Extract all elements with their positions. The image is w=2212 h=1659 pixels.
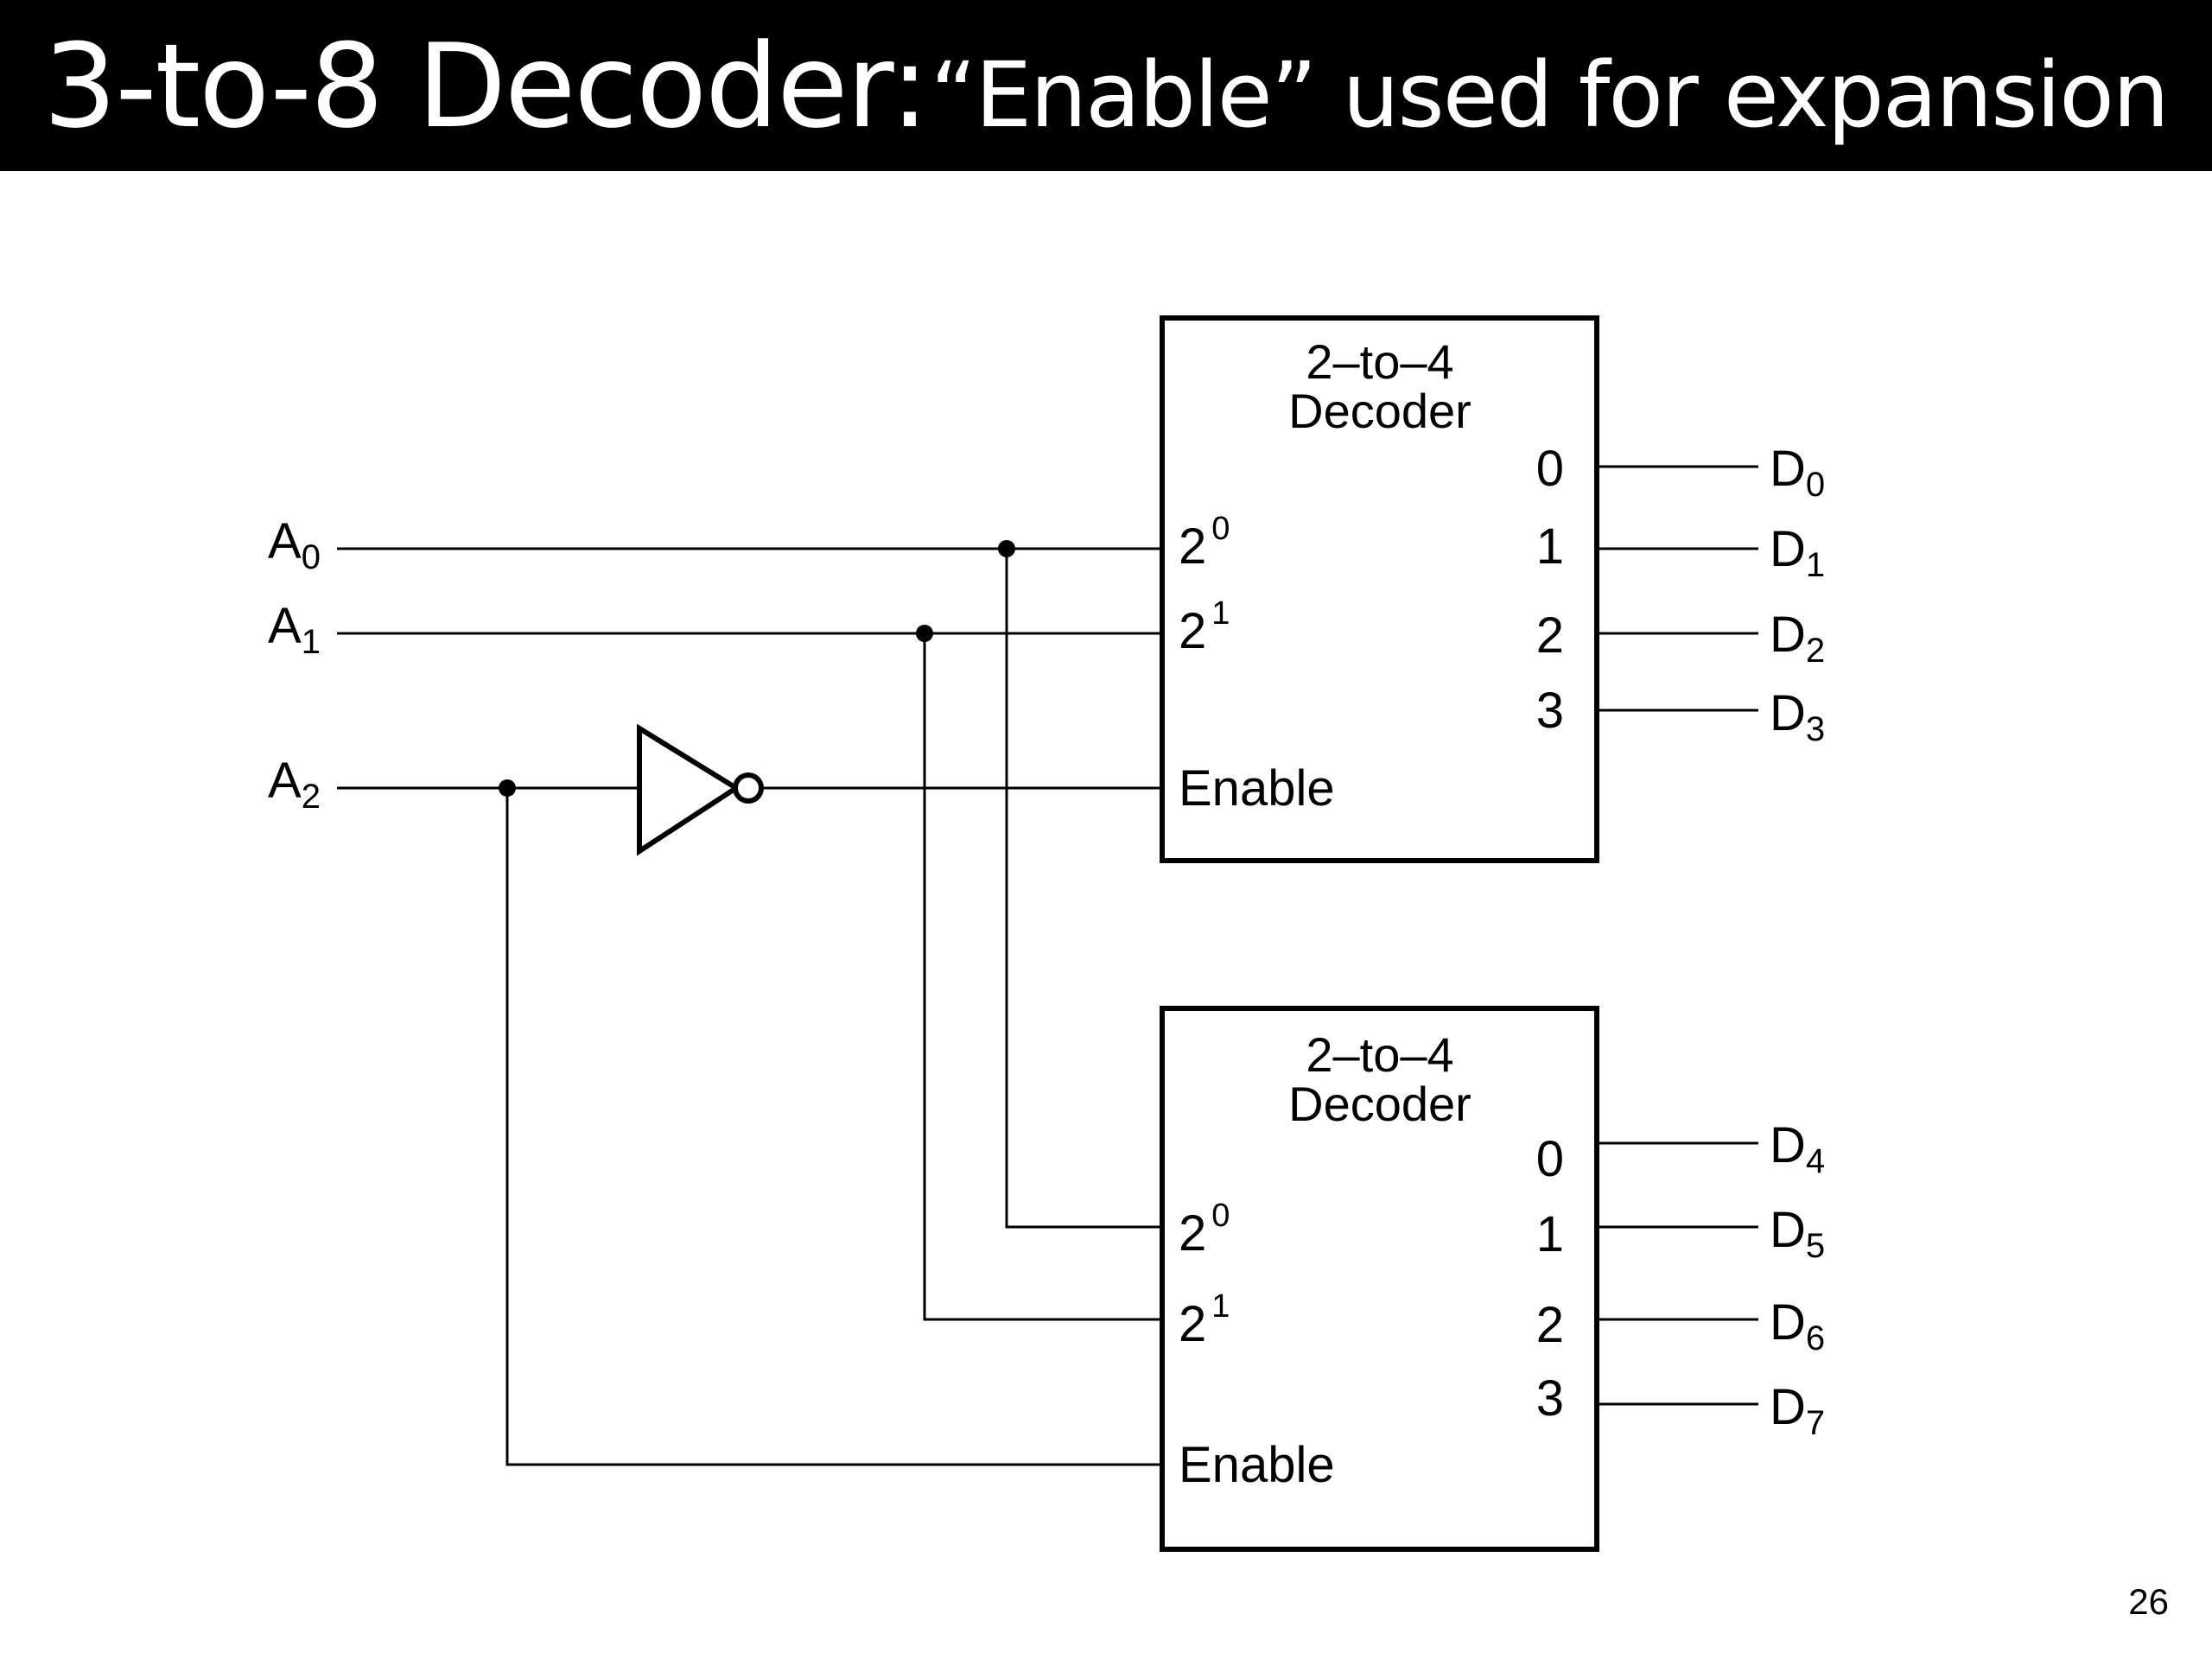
output-labels: D0 D1 D2 D3 D4 D5 D6 D7 xyxy=(1770,441,1825,1442)
wire-a0-branch xyxy=(1005,549,1162,1229)
input-label-a1: A1 xyxy=(268,598,321,661)
wire-a1-branch xyxy=(923,633,1162,1321)
output-label-d1: D1 xyxy=(1770,521,1825,584)
decoder-upper-output-number-1: 1 xyxy=(1536,518,1564,575)
output-label-d7: D7 xyxy=(1770,1379,1825,1442)
decoder-box-lower xyxy=(1160,1006,1599,1552)
decoder-lower-output-number-3: 3 xyxy=(1536,1370,1564,1427)
output-label-d4: D4 xyxy=(1770,1117,1825,1180)
decoder-upper-output-number-2: 2 xyxy=(1536,607,1564,664)
input-label-a0: A0 xyxy=(268,513,321,576)
wire-a2-branch xyxy=(505,788,1162,1466)
slide-title: 3-to-8 Decoder: “Enable” used for expans… xyxy=(43,19,2170,154)
decoder-lower-title-line2: Decoder xyxy=(1288,1077,1471,1131)
not-gate xyxy=(637,723,764,856)
output-label-d6: D6 xyxy=(1770,1294,1825,1357)
decoder-upper-output-number-0: 0 xyxy=(1536,441,1564,497)
input-label-a2: A2 xyxy=(268,753,321,816)
decoder-box-upper xyxy=(1160,315,1599,863)
junction-dot-a2 xyxy=(499,779,516,797)
decoder-upper-title-line2: Decoder xyxy=(1288,384,1471,438)
decoder-upper-output-number-3: 3 xyxy=(1536,683,1564,739)
output-label-d3: D3 xyxy=(1770,685,1825,748)
junction-dot-a0 xyxy=(998,540,1015,557)
decoder-upper-enable-label: Enable xyxy=(1179,760,1335,817)
title-main: 3-to-8 Decoder: xyxy=(43,19,929,154)
not-gate-bubble xyxy=(733,772,764,804)
decoder-lower-title-line1: 2–to–4 xyxy=(1306,1027,1453,1082)
page-number: 26 xyxy=(2128,1581,2169,1622)
wires xyxy=(337,465,1758,1466)
junction-dots xyxy=(499,540,1015,797)
output-label-d2: D2 xyxy=(1770,607,1825,670)
junction-dot-a1 xyxy=(916,625,933,642)
decoder-upper-title-line1: 2–to–4 xyxy=(1306,334,1453,389)
output-label-d5: D5 xyxy=(1770,1202,1825,1265)
decoder-lower-enable-label: Enable xyxy=(1179,1437,1335,1493)
title-subtitle: “Enable” used for expansion xyxy=(930,42,2170,148)
decoder-lower-output-number-2: 2 xyxy=(1536,1297,1564,1353)
decoder-lower-output-number-0: 0 xyxy=(1536,1131,1564,1187)
decoder-lower-output-number-1: 1 xyxy=(1536,1206,1564,1262)
title-bar: 3-to-8 Decoder: “Enable” used for expans… xyxy=(0,0,2212,171)
not-gate-triangle xyxy=(637,723,741,856)
output-label-d0: D0 xyxy=(1770,441,1825,504)
